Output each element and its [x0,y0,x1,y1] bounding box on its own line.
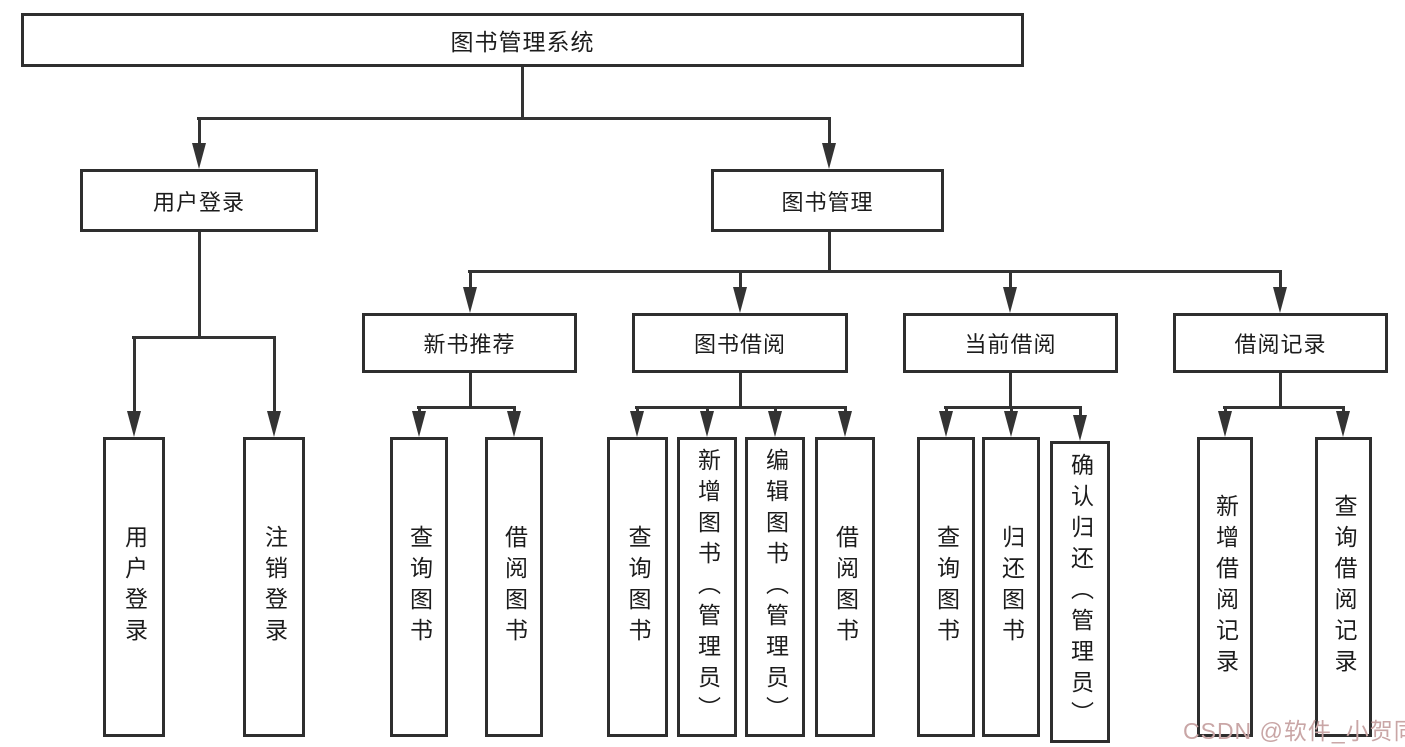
arrow-down-icon [939,411,953,437]
leaf-query-books-borrowing-label: 查询图书 [625,525,651,649]
node-borrowing-records: 借阅记录 [1173,313,1388,373]
connector-line [828,118,831,153]
leaf-add-books-admin: 新增图书（管理员） [677,437,737,737]
arrow-down-icon [733,287,747,313]
leaf-query-books-recommend-label: 查询图书 [406,525,433,649]
connector-line [468,270,1282,273]
connector-line [739,270,742,297]
arrow-down-icon [507,411,521,437]
connector-line [635,406,847,409]
leaf-add-books-admin-label: 新增图书（管理员） [694,447,721,727]
arrow-down-icon [1218,411,1232,437]
connector-line [944,406,1082,409]
leaf-confirm-return-admin-label: 确认归还（管理员） [1067,452,1094,732]
leaf-edit-books-admin-label: 编辑图书（管理员） [762,447,789,727]
leaf-query-borrow-record-label: 查询借阅记录 [1331,494,1357,680]
leaf-borrow-books: 借阅图书 [815,437,875,737]
leaf-return-books-label: 归还图书 [998,525,1025,649]
connector-line [133,336,136,421]
leaf-query-books-borrowing: 查询图书 [607,437,668,737]
connector-line [1279,270,1282,297]
connector-line [1223,406,1345,409]
connector-line [739,372,742,409]
arrow-down-icon [1003,287,1017,313]
arrow-down-icon [700,411,714,437]
connector-line [273,336,276,421]
connector-line [132,336,276,339]
arrow-down-icon [192,143,206,169]
connector-line [469,270,472,297]
leaf-borrow-books-recommend: 借阅图书 [485,437,543,737]
connector-line [1009,372,1012,409]
arrow-down-icon [768,411,782,437]
leaf-borrow-books-recommend-label: 借阅图书 [501,525,528,649]
node-user-login: 用户登录 [80,169,318,232]
connector-line [469,372,472,409]
connector-line [198,118,201,153]
arrow-down-icon [1336,411,1350,437]
arrow-down-icon [1004,411,1018,437]
leaf-query-borrow-record: 查询借阅记录 [1315,437,1372,737]
leaf-query-books-current: 查询图书 [917,437,975,737]
arrow-down-icon [412,411,426,437]
node-current-borrowing: 当前借阅 [903,313,1118,373]
leaf-confirm-return-admin: 确认归还（管理员） [1050,441,1110,743]
connector-line [1009,270,1012,297]
connector-line [1279,372,1282,409]
connector-line [828,231,831,273]
leaf-return-books: 归还图书 [982,437,1040,737]
arrow-down-icon [463,287,477,313]
leaf-add-borrow-record: 新增借阅记录 [1197,437,1253,737]
leaf-user-login-label: 用户登录 [121,525,148,649]
arrow-down-icon [822,143,836,169]
connector-line [417,406,516,409]
arrow-down-icon [267,411,281,437]
leaf-borrow-books-label: 借阅图书 [832,525,859,649]
connector-line [198,231,201,338]
connector-line [197,117,831,120]
arrow-down-icon [1273,287,1287,313]
node-book-borrowing: 图书借阅 [632,313,848,373]
node-book-management: 图书管理 [711,169,944,232]
watermark-text: CSDN @软件_小贺同学 [1183,718,1405,744]
leaf-logout-label: 注销登录 [261,525,288,649]
arrow-down-icon [1073,415,1087,441]
leaf-edit-books-admin: 编辑图书（管理员） [745,437,805,737]
node-root: 图书管理系统 [21,13,1024,67]
arrow-down-icon [630,411,644,437]
leaf-query-books-current-label: 查询图书 [933,525,960,649]
leaf-query-books-recommend: 查询图书 [390,437,448,737]
leaf-add-borrow-record-label: 新增借阅记录 [1212,494,1239,680]
arrow-down-icon [838,411,852,437]
arrow-down-icon [127,411,141,437]
connector-line [521,67,524,120]
node-new-book-recommend: 新书推荐 [362,313,577,373]
leaf-logout: 注销登录 [243,437,305,737]
leaf-user-login: 用户登录 [103,437,165,737]
